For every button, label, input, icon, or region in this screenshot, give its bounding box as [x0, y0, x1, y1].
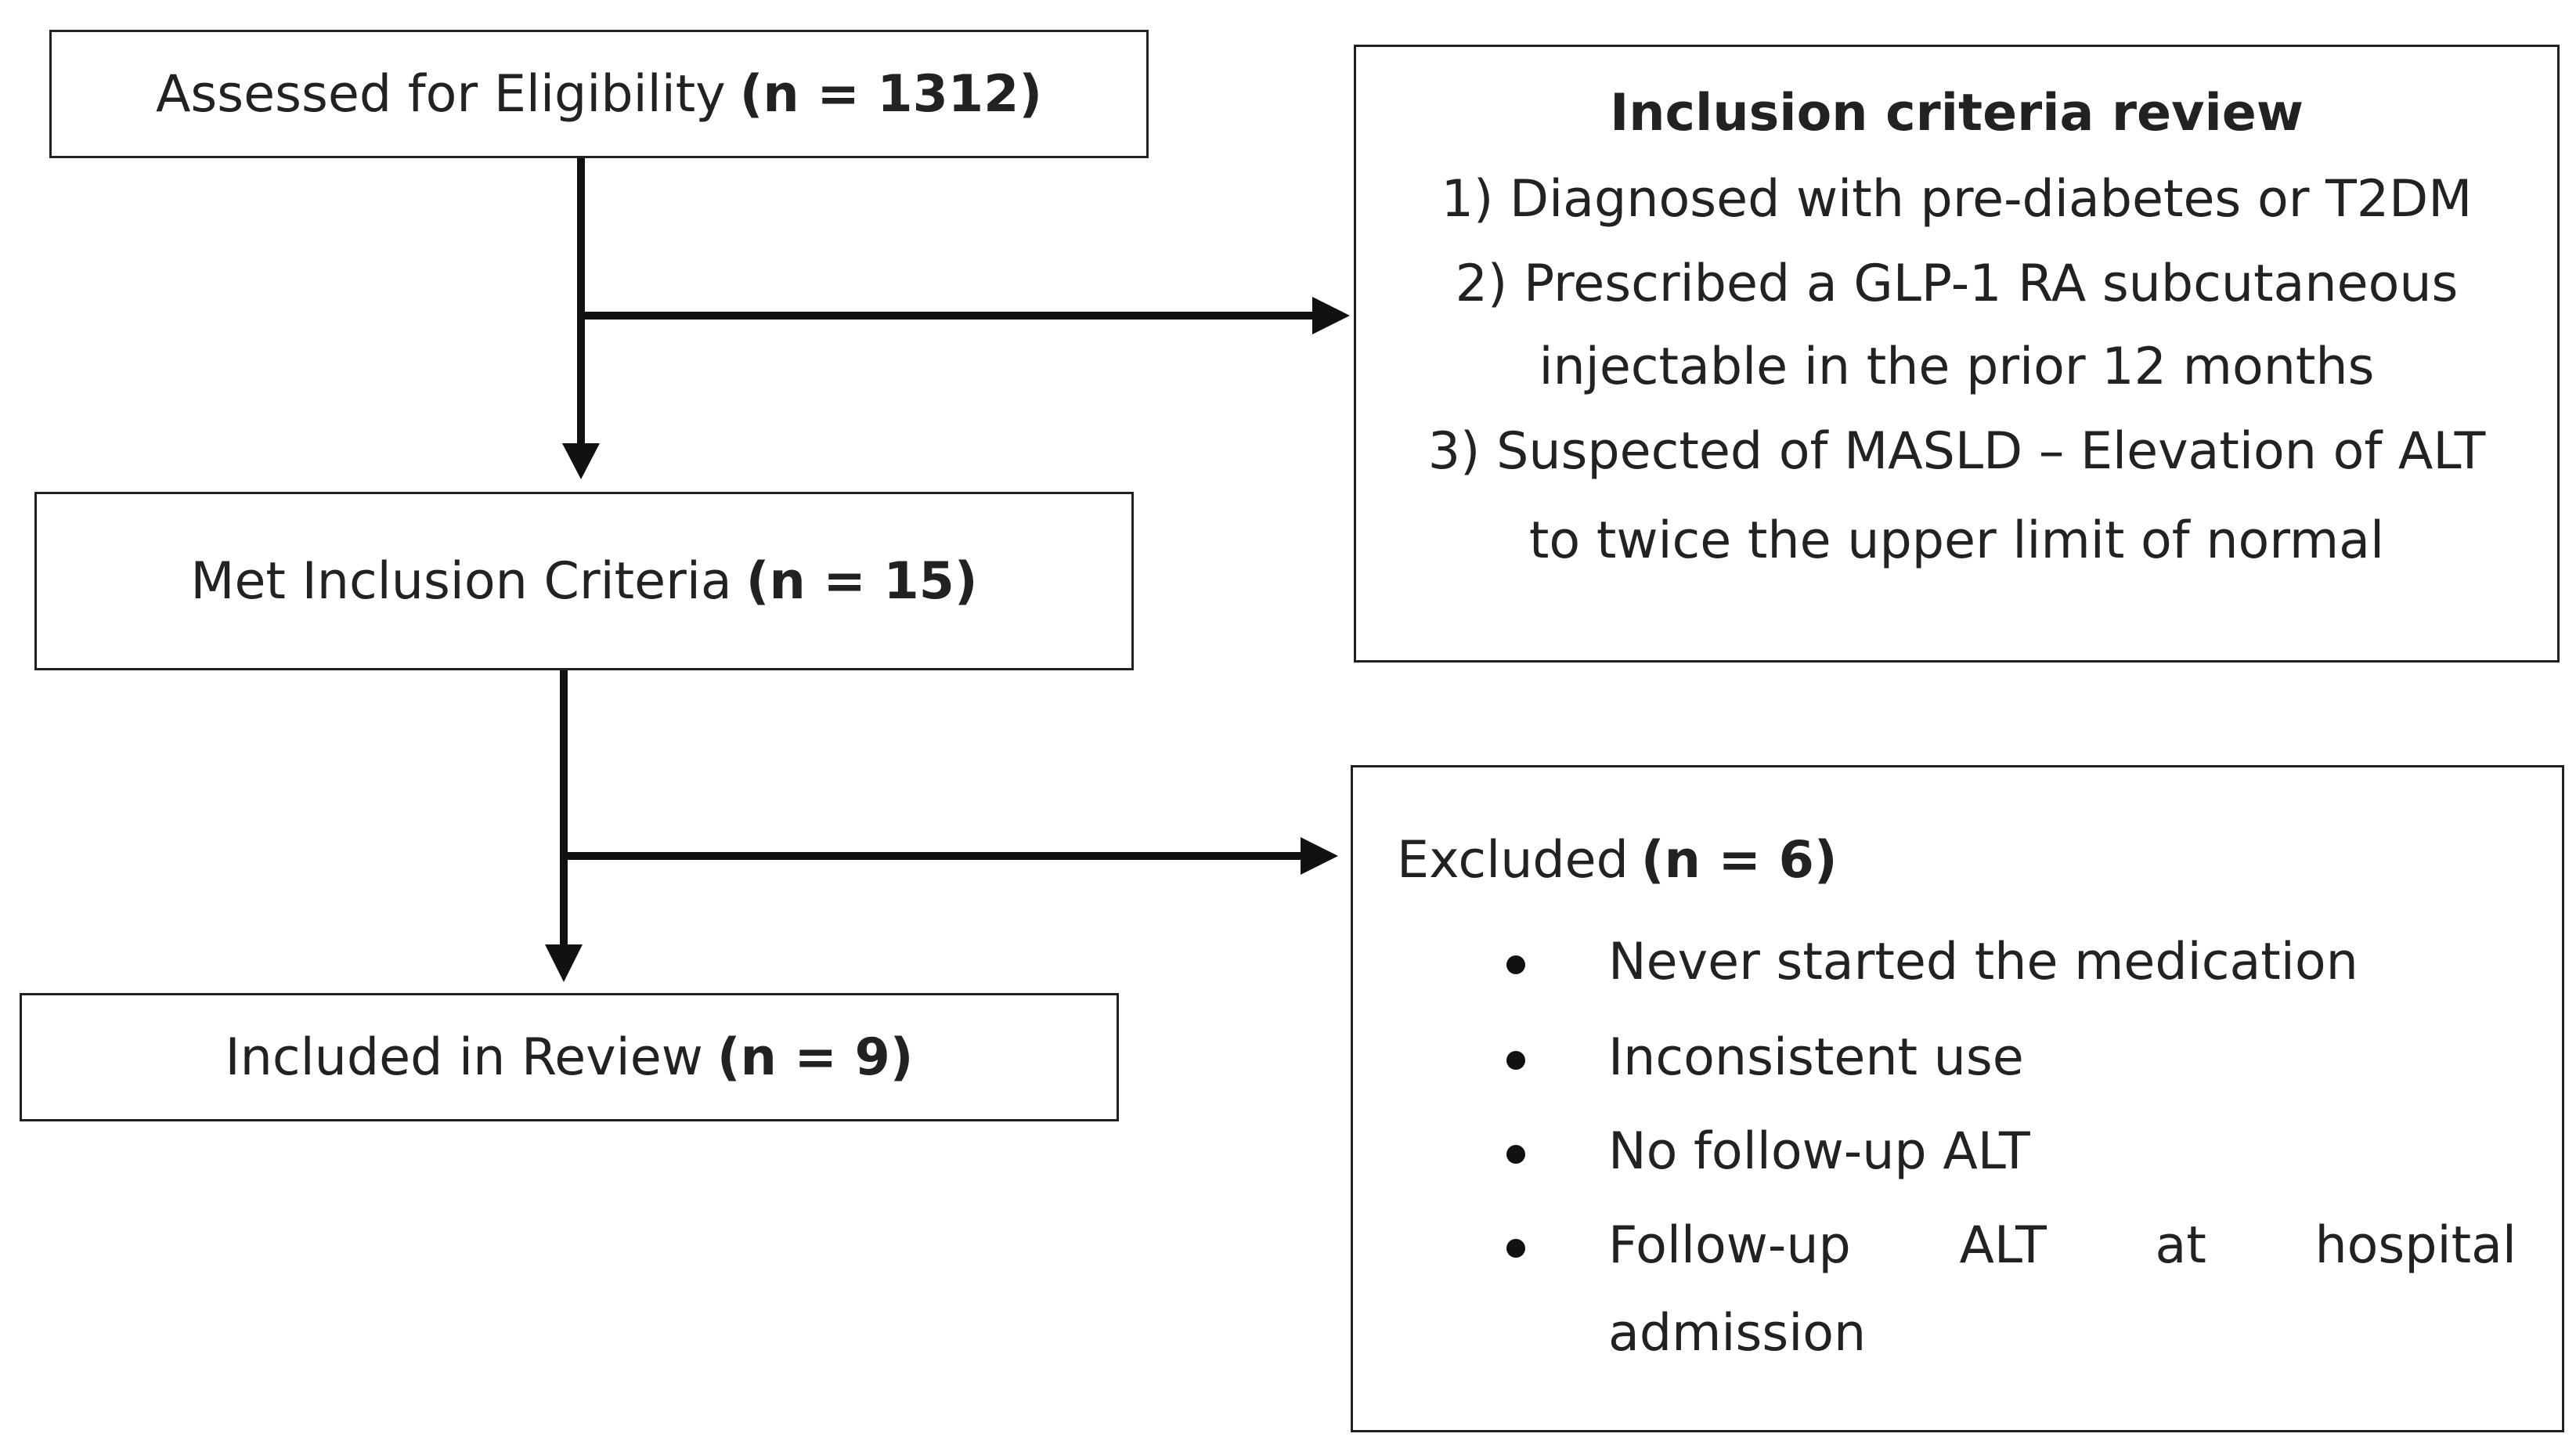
criteria-line-3: injectable in the prior 12 months [1539, 338, 2375, 396]
included-box: Included in Review (n = 9) [20, 993, 1119, 1121]
met-label: Met Inclusion Criteria [190, 551, 732, 611]
criteria-heading: Inclusion criteria review [1610, 84, 2304, 143]
criteria-line-4: 3) Suspected of MASLD – Elevation of ALT [1427, 422, 2486, 481]
assessed-label: Assessed for Eligibility [155, 64, 726, 124]
bullet-icon [1506, 955, 1525, 974]
excluded-item-3: No follow-up ALT [1608, 1122, 2030, 1181]
criteria-box: Inclusion criteria review 1) Diagnosed w… [1354, 45, 2560, 663]
excluded-item-4-continuation: admission [1608, 1304, 1867, 1363]
arrowhead-down-1 [562, 443, 600, 479]
bullet-icon [1506, 1145, 1525, 1164]
excluded-item-4: Follow-up ALT at hospital [1608, 1215, 2516, 1276]
met-count: (n = 15) [745, 551, 978, 611]
criteria-line-5: to twice the upper limit of normal [1528, 511, 2385, 570]
excluded-heading: Excluded(n = 6) [1397, 830, 1838, 891]
bullet-icon [1506, 1239, 1525, 1258]
excluded-item-4-word-2: ALT [1959, 1216, 2047, 1275]
excluded-item-4-word-1: Follow-up [1608, 1216, 1851, 1275]
included-count: (n = 9) [716, 1027, 914, 1087]
assessed-count: (n = 1312) [739, 64, 1043, 124]
excluded-item-4-word-3: at [2155, 1216, 2206, 1275]
excluded-item-1: Never started the medication [1608, 933, 2358, 991]
arrowhead-down-2 [545, 944, 583, 982]
arrowhead-right-2 [1301, 837, 1338, 875]
excluded-count: (n = 6) [1640, 831, 1838, 890]
bullet-icon [1506, 1051, 1525, 1070]
assessed-box: Assessed for Eligibility (n = 1312) [49, 30, 1149, 158]
excluded-item-2: Inconsistent use [1608, 1028, 2024, 1087]
arrowhead-right-1 [1312, 297, 1350, 334]
met-criteria-box: Met Inclusion Criteria (n = 15) [34, 492, 1134, 670]
excluded-item-4-word-4: hospital [2314, 1216, 2516, 1275]
criteria-line-1: 1) Diagnosed with pre-diabetes or T2DM [1441, 170, 2473, 229]
excluded-label: Excluded [1397, 831, 1629, 890]
criteria-line-2: 2) Prescribed a GLP-1 RA subcutaneous [1455, 255, 2459, 313]
included-label: Included in Review [225, 1027, 703, 1087]
excluded-box: Excluded(n = 6) Never started the medica… [1351, 765, 2564, 1432]
